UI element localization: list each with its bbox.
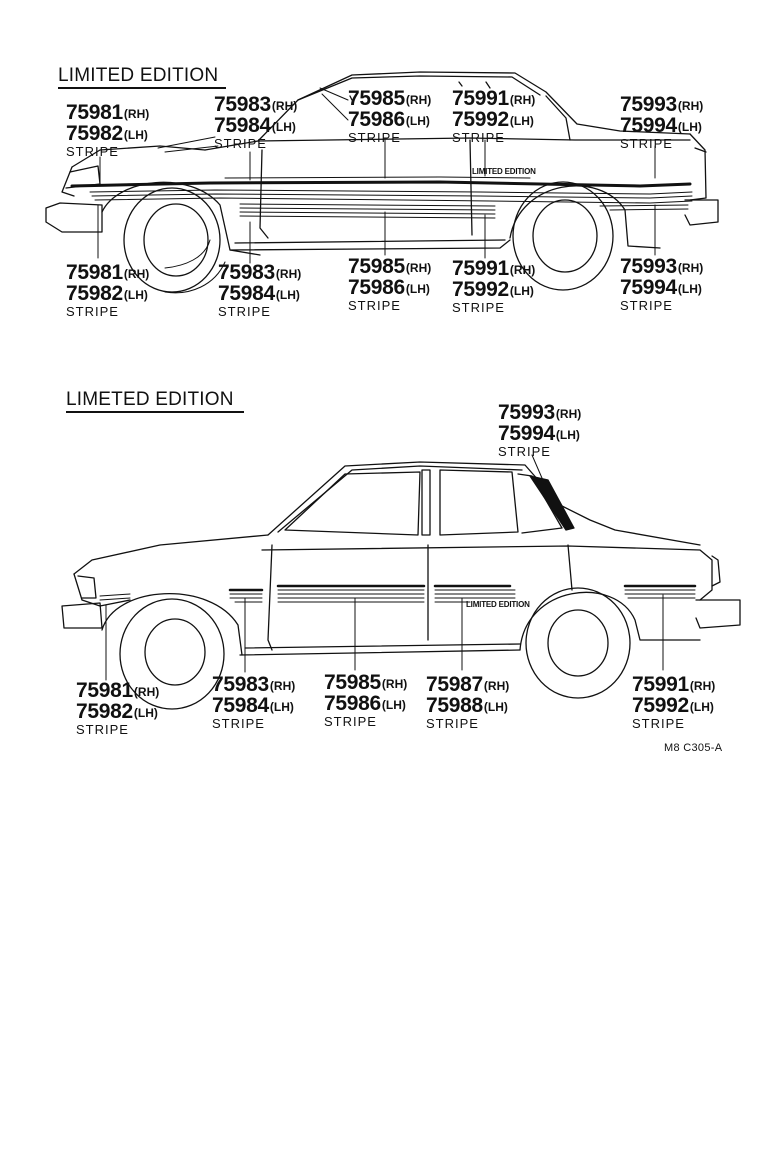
part-label-75993-top-upper: 75993(RH) 75994(LH) STRIPE	[620, 93, 704, 151]
part-label-75981-top-upper: 75981(RH) 75982(LH) STRIPE	[66, 101, 150, 159]
figure-code: M8 C305-A	[664, 742, 723, 754]
badge-text-top: LIMITED EDITION	[472, 167, 536, 176]
part-label-75983-bottom: 75983(RH) 75984(LH) STRIPE	[212, 673, 296, 731]
part-label-75987-bottom: 75987(RH) 75988(LH) STRIPE	[426, 673, 510, 731]
part-label-75981-bottom: 75981(RH) 75982(LH) STRIPE	[76, 679, 160, 737]
sedan-stripes	[99, 584, 697, 603]
part-label-75985-top-lower: 75985(RH) 75986(LH) STRIPE	[348, 255, 432, 313]
part-label-75993-bottom: 75993(RH) 75994(LH) STRIPE	[498, 401, 582, 459]
sedan-leaders	[105, 454, 664, 681]
part-label-75991-top-lower: 75991(RH) 75992(LH) STRIPE	[452, 257, 536, 315]
badge-text-bottom: LIMITED EDITION	[466, 600, 530, 609]
part-label-75983-top-upper: 75983(RH) 75984(LH) STRIPE	[214, 93, 298, 151]
sedan-outline	[61, 461, 741, 710]
section-title-bottom: LIMETED EDITION	[66, 390, 244, 413]
part-label-75983-top-lower: 75983(RH) 75984(LH) STRIPE	[218, 261, 302, 319]
part-label-75991-top-upper: 75991(RH) 75992(LH) STRIPE	[452, 87, 536, 145]
section-title-top: LIMITED EDITION	[58, 66, 226, 89]
part-label-75985-top-upper: 75985(RH) 75986(LH) STRIPE	[348, 87, 432, 145]
part-label-75991-bottom: 75991(RH) 75992(LH) STRIPE	[632, 673, 716, 731]
part-label-75985-bottom: 75985(RH) 75986(LH) STRIPE	[324, 671, 408, 729]
coupe-leaders	[97, 87, 656, 294]
part-label-75993-top-lower: 75993(RH) 75994(LH) STRIPE	[620, 255, 704, 313]
part-label-75981-top-lower: 75981(RH) 75982(LH) STRIPE	[66, 261, 150, 319]
coupe-stripes	[70, 176, 693, 219]
